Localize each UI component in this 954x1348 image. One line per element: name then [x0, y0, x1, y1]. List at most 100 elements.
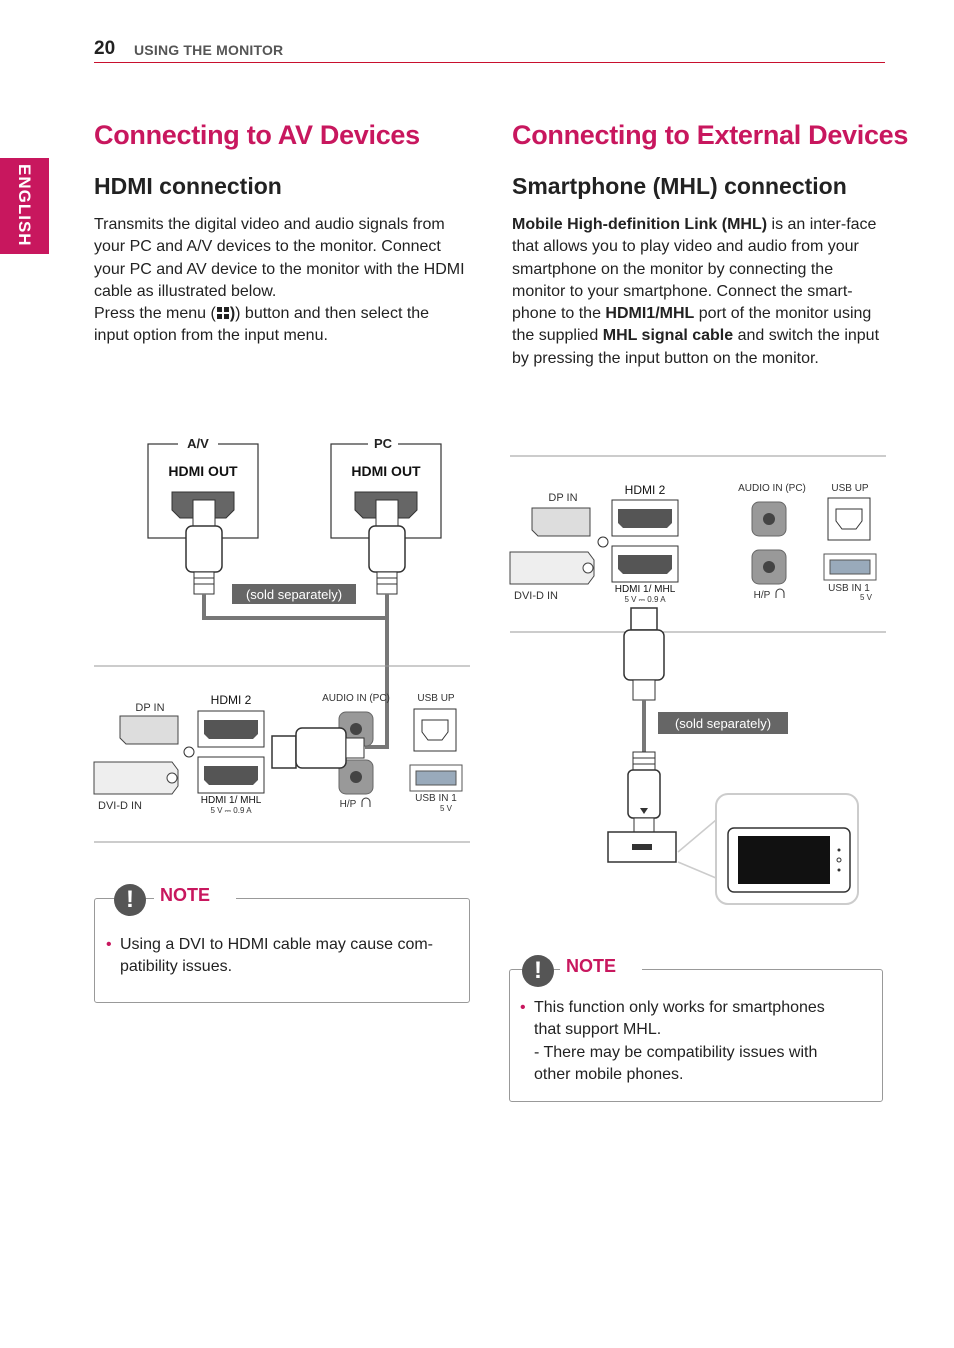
power-rating-label: 5 V ⎓ 0.9 A: [210, 806, 252, 815]
hdmi1-mhl-term: HDMI1/MHL: [605, 305, 695, 323]
right-paragraph: Mobile High-definition Link (MHL) is an …: [512, 214, 890, 370]
smartphone-screen: [738, 836, 830, 884]
hdmi1-mhl-label: HDMI 1/ MHL: [201, 795, 262, 806]
usb-5v-label: 5 V: [860, 593, 873, 602]
hdmi2-label: HDMI 2: [625, 483, 666, 497]
phone-button: [837, 848, 841, 852]
sold-separately-badge: [232, 584, 356, 604]
pc-label: PC: [374, 436, 393, 451]
bullet: •: [106, 936, 112, 953]
hp-label: H/P: [754, 590, 771, 601]
av-label: A/V: [187, 436, 209, 451]
dp-in-label: DP IN: [548, 492, 577, 504]
right-note-box: [509, 969, 883, 1102]
monitor-hdmi-plug: [271, 727, 365, 769]
right-note-line2: - There may be compatibility issues with…: [534, 1043, 818, 1083]
right-heading: Connecting to External Devices: [512, 120, 909, 150]
audio-in-hole: [350, 723, 362, 735]
right-para-t2: port of the monitor using the supplied: [512, 305, 872, 345]
dp-in-port: [531, 507, 591, 537]
audio-in-label: AUDIO IN (PC): [738, 483, 806, 494]
pc-hdmi-plug: [368, 499, 406, 595]
hdmi-led: [183, 746, 195, 758]
menu-icon: [216, 307, 229, 320]
usb-up-port: [413, 708, 457, 752]
dp-in-port: [119, 715, 179, 745]
left-paragraph: Transmits the digital video and audio si…: [94, 216, 465, 345]
left-note-text: Using a DVI to HDMI cable may cause com-…: [120, 936, 433, 976]
left-para2a: Press the menu (: [94, 305, 216, 323]
left-note-item: • Using a DVI to HDMI cable may cause co…: [106, 934, 458, 975]
usb-5v-label: 5 V: [440, 804, 453, 813]
mhl-connection-diagram: DP IN HDMI 2 HDMI 1/ MHL 5 V ⎓ 0.9 A DVI…: [509, 455, 886, 905]
hp-hole: [763, 561, 775, 573]
dvi-d-in-label: DVI-D IN: [98, 800, 142, 812]
power-rating-label: 5 V ⎓ 0.9 A: [624, 595, 666, 604]
sold-separately-label: (sold separately): [675, 716, 771, 731]
header-rule: [94, 62, 885, 63]
right-note-title: NOTE: [560, 956, 642, 977]
right-para-t1: is an inter-face that allows you to play…: [512, 216, 877, 323]
phone-home-button: [836, 857, 842, 863]
pc-cable: [365, 618, 389, 749]
usb-in1-port-inner: [415, 770, 457, 786]
section-title: USING THE MONITOR: [134, 42, 284, 58]
audio-in-hole: [763, 513, 775, 525]
right-subheading: Smartphone (MHL) connection: [512, 173, 847, 199]
av-cable: [202, 594, 389, 620]
left-note-box: [94, 898, 470, 1003]
hdmi1-port-inner: [618, 555, 672, 574]
usb-in1-label: USB IN 1: [828, 583, 870, 594]
monitor-mhl-plug: [623, 607, 665, 701]
left-para1: Transmits the digital video and audio si…: [94, 216, 465, 300]
headphone-icon: [361, 797, 371, 807]
note-warning-icon: !: [522, 955, 554, 987]
dvi-d-in-label: DVI-D IN: [514, 590, 558, 602]
pc-hdmi-out-label: HDMI OUT: [351, 463, 421, 479]
pc-label-bg: [368, 438, 398, 450]
hdmi2-port-inner: [618, 509, 672, 528]
usb-up-port-inner: [835, 508, 863, 530]
dvi-screw: [582, 562, 594, 574]
av-hdmi-out-label: HDMI OUT: [168, 463, 238, 479]
language-tab: ENGLISH: [0, 158, 49, 254]
av-label-bg: [178, 438, 218, 450]
phone-button: [837, 868, 841, 872]
hdmi2-port-inner: [204, 720, 258, 739]
mhl-term: Mobile High-definition Link (MHL): [512, 216, 768, 233]
phone-usb-port: [632, 844, 652, 850]
right-note-line1: This function only works for smartphones…: [534, 999, 825, 1039]
usb-in1-label: USB IN 1: [415, 793, 457, 804]
sold-separately-badge: [658, 712, 788, 734]
audio-in-label: AUDIO IN (PC): [322, 693, 390, 704]
note-warning-icon: !: [114, 884, 146, 916]
usb-up-label: USB UP: [831, 483, 869, 494]
dvi-d-port: [509, 551, 595, 585]
zoom-lines: [677, 819, 717, 879]
dp-in-label: DP IN: [135, 702, 164, 714]
hdmi2-label: HDMI 2: [211, 693, 252, 707]
left-subheading: HDMI connection: [94, 173, 282, 199]
headphone-icon: [775, 588, 785, 598]
usb-up-port-inner: [421, 719, 449, 741]
dvi-screw: [166, 772, 178, 784]
usb-up-port: [827, 497, 871, 541]
page-number: 20: [94, 38, 116, 59]
av-connection-diagram: A/V HDMI OUT PC HDMI OUT (sold separatel…: [93, 436, 470, 843]
language-tab-label: ENGLISH: [15, 164, 34, 247]
phone-micro-usb-plug: [627, 751, 661, 833]
hdmi1-port-inner: [204, 766, 258, 785]
dvi-d-port: [93, 761, 179, 795]
left-heading: Connecting to AV Devices: [94, 120, 420, 150]
hp-label: H/P: [340, 799, 357, 810]
hp-hole: [350, 771, 362, 783]
av-hdmi-plug: [185, 499, 223, 595]
hdmi-led: [597, 536, 609, 548]
bullet: •: [520, 999, 526, 1016]
sold-separately-label: (sold separately): [246, 587, 342, 602]
right-para-t3: and switch the input by pressing the inp…: [512, 327, 880, 367]
left-note-title: NOTE: [154, 885, 236, 906]
hdmi1-mhl-label: HDMI 1/ MHL: [615, 584, 676, 595]
usb-in1-port-inner: [829, 559, 871, 575]
left-para2b: ) button and then select the input optio…: [94, 305, 430, 345]
